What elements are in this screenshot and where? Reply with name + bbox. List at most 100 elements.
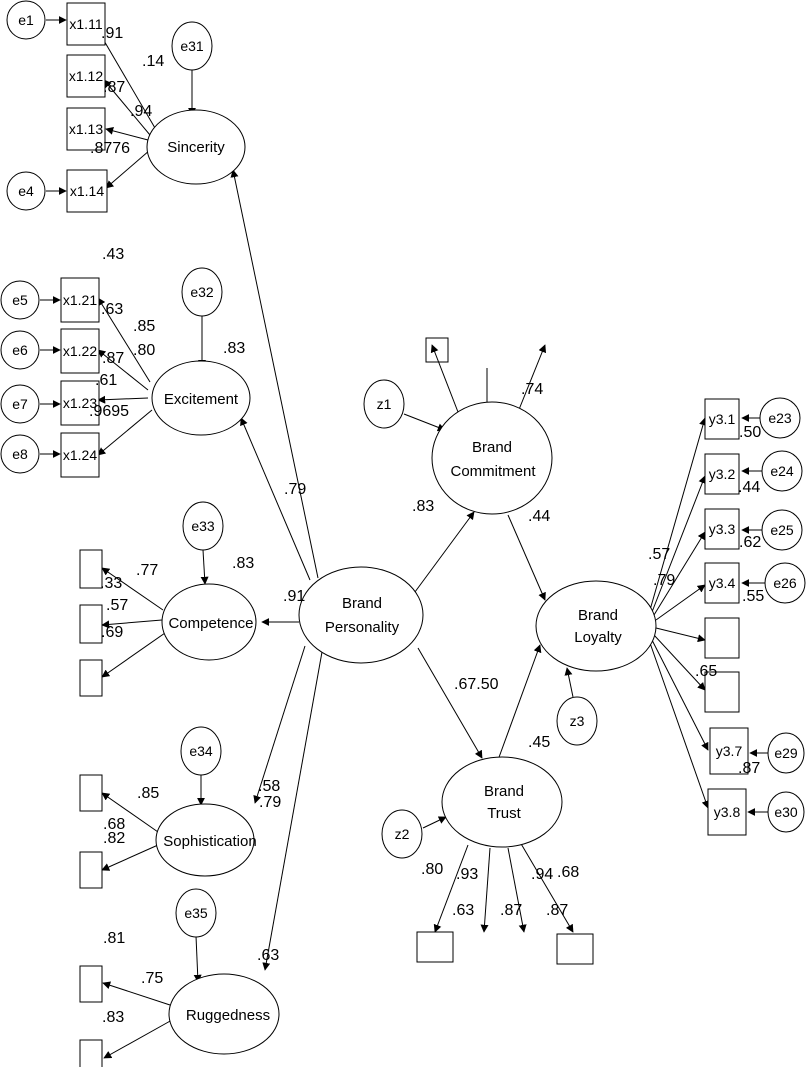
indicator-trust-1 bbox=[416, 931, 454, 963]
label-e25: e25 bbox=[770, 522, 794, 538]
coef-sincerity-x13: .94 bbox=[130, 103, 152, 120]
coef-commitment-loyalty: .44 bbox=[528, 508, 550, 525]
coef-loyalty-b: .79 bbox=[653, 572, 675, 589]
coef-ruggedness-a: .75 bbox=[141, 970, 163, 987]
label-x24: x1.24 bbox=[63, 447, 97, 463]
coef-excitement-x23: .61 bbox=[95, 372, 117, 389]
coef-personality-competence: .91 bbox=[283, 588, 305, 605]
coef-loyalty-a: .57 bbox=[648, 546, 670, 563]
latent-brand-commitment bbox=[431, 401, 553, 515]
label-e1: e1 bbox=[18, 12, 34, 28]
path-commitment-loyalty bbox=[507, 514, 546, 601]
path-personality-sincerity bbox=[230, 169, 319, 579]
error-e33 bbox=[182, 501, 224, 551]
coef-personality-commitment: .83 bbox=[412, 498, 434, 515]
structural-paths bbox=[40, 16, 770, 1059]
label-e24: e24 bbox=[770, 463, 794, 479]
coef-loyalty-y34: .55 bbox=[742, 588, 764, 605]
indicator-sophistication-2 bbox=[79, 851, 103, 889]
latent-competence bbox=[161, 583, 257, 661]
indicator-sophistication-1 bbox=[79, 774, 103, 812]
indicator-competence-3 bbox=[79, 659, 103, 697]
coef-trust-3: .87 bbox=[546, 902, 568, 919]
label-e29: e29 bbox=[774, 745, 798, 761]
coef-excitement-x22: .87 bbox=[102, 350, 124, 367]
path-personality-sophistication bbox=[253, 645, 306, 804]
disturbance-z2 bbox=[381, 809, 423, 859]
coef-sincerity-top: .14 bbox=[142, 53, 164, 70]
indicator-competence-2 bbox=[79, 604, 103, 644]
label-excitement: Excitement bbox=[164, 391, 239, 408]
coef-loyalty-y32: .44 bbox=[738, 479, 760, 496]
label-sophistication: Sophistication bbox=[163, 833, 256, 850]
error-e35 bbox=[175, 888, 217, 938]
indicator-x11 bbox=[66, 2, 106, 46]
coef-sophistication-2: .82 bbox=[103, 830, 125, 847]
label-brand-commitment-1: Brand bbox=[472, 439, 512, 456]
latent-excitement bbox=[151, 360, 251, 436]
path-personality-excitement bbox=[240, 417, 311, 581]
coef-sophistication-r2: .79 bbox=[259, 794, 281, 811]
error-e5 bbox=[0, 280, 40, 320]
coef-loyalty-y33: .62 bbox=[739, 534, 761, 551]
indicator-y33 bbox=[704, 508, 740, 550]
coef-sophistication-1: .68 bbox=[103, 816, 125, 833]
coef-excitement-a: .85 bbox=[133, 318, 155, 335]
label-e31: e31 bbox=[180, 38, 204, 54]
label-e26: e26 bbox=[773, 575, 797, 591]
indicator-y36 bbox=[704, 671, 740, 713]
coef-loyalty-y31: .50 bbox=[739, 424, 761, 441]
error-e25 bbox=[761, 509, 803, 551]
indicator-y32 bbox=[704, 453, 740, 495]
label-x14: x1.14 bbox=[70, 183, 104, 199]
label-brand-personality-1: Brand bbox=[342, 595, 382, 612]
label-e8: e8 bbox=[12, 446, 28, 462]
coef-personality-trust: .67.50 bbox=[454, 676, 499, 693]
label-x12: x1.12 bbox=[69, 68, 103, 84]
path-e35 bbox=[193, 935, 202, 983]
label-competence: Competence bbox=[168, 615, 253, 632]
error-e30 bbox=[767, 791, 805, 833]
label-x13: x1.13 bbox=[69, 121, 103, 137]
error-e6 bbox=[0, 330, 40, 370]
label-e33: e33 bbox=[191, 518, 215, 534]
coef-trust-a: .80 bbox=[421, 861, 443, 878]
label-sincerity: Sincerity bbox=[167, 139, 225, 156]
label-y34: y3.4 bbox=[709, 575, 736, 591]
error-e32 bbox=[181, 267, 223, 317]
label-brand-loyalty-1: Brand bbox=[578, 607, 618, 624]
label-e5: e5 bbox=[12, 292, 28, 308]
indicator-y38 bbox=[707, 788, 747, 836]
indicator-x23 bbox=[60, 380, 100, 426]
label-e7: e7 bbox=[12, 396, 28, 412]
label-e32: e32 bbox=[190, 284, 214, 300]
label-z1: z1 bbox=[377, 396, 392, 412]
label-e30: e30 bbox=[774, 804, 798, 820]
label-x23: x1.23 bbox=[63, 395, 97, 411]
path-z3 bbox=[564, 667, 574, 698]
path-personality-ruggedness bbox=[262, 651, 323, 971]
coef-ruggedness-top: .81 bbox=[103, 930, 125, 947]
label-x21: x1.21 bbox=[63, 292, 97, 308]
error-e26 bbox=[764, 562, 806, 604]
coef-competence-2: .57 bbox=[106, 597, 128, 614]
label-ruggedness: Ruggedness bbox=[186, 1007, 270, 1024]
latent-brand-trust bbox=[441, 756, 563, 848]
label-x11: x1.11 bbox=[69, 16, 102, 32]
coef-competence-1: .33 bbox=[100, 575, 122, 592]
path-personality-trust bbox=[417, 647, 483, 759]
indicator-trust-4 bbox=[556, 933, 594, 965]
coef-commitment-indicator: .74 bbox=[521, 381, 543, 398]
label-brand-trust-2: Trust bbox=[487, 805, 521, 822]
path-e33 bbox=[200, 549, 209, 585]
label-e4: e4 bbox=[18, 183, 34, 199]
error-e31 bbox=[171, 21, 213, 71]
indicator-x14 bbox=[66, 169, 108, 213]
indicator-x21 bbox=[60, 277, 100, 323]
coef-personality-sincerity: .79 bbox=[284, 481, 306, 498]
coef-loyalty-y37: .87 bbox=[738, 760, 760, 777]
coef-excitement-top: .43 bbox=[102, 246, 124, 263]
path-trust-loyalty bbox=[497, 644, 542, 761]
indicator-y31 bbox=[704, 398, 740, 440]
coef-sincerity-x11: .91 bbox=[101, 25, 123, 42]
